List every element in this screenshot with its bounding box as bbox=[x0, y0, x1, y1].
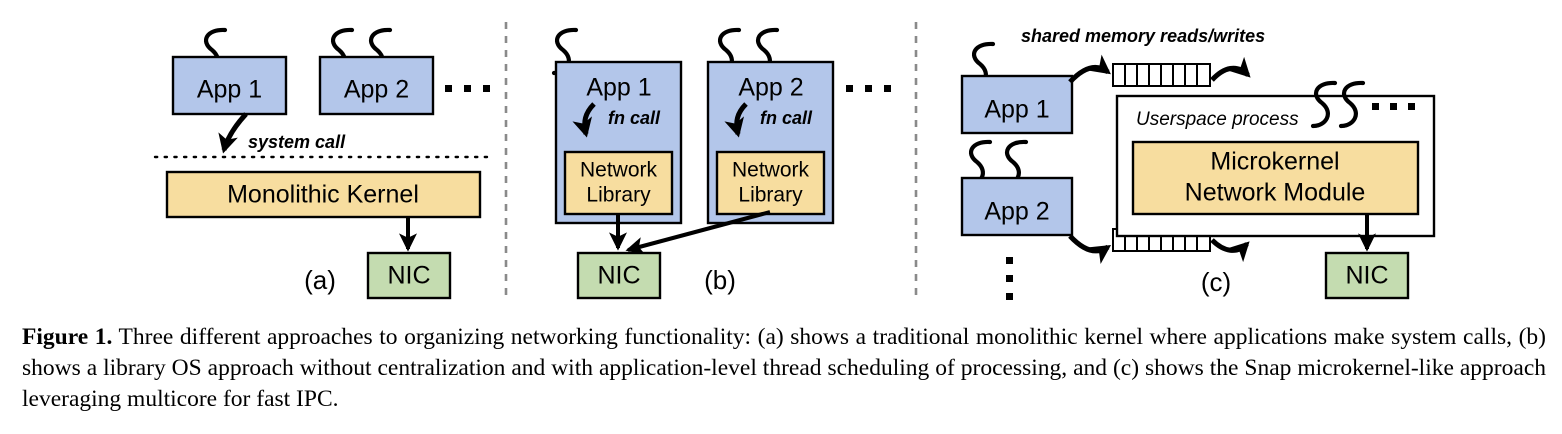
ellipsis-horizontal-icon bbox=[846, 85, 891, 92]
figure-caption-label: Figure 1. bbox=[22, 324, 113, 350]
panel-c: shared memory reads/writes App 1 bbox=[960, 26, 1436, 300]
fn-call-label: fn call bbox=[760, 108, 813, 128]
nic-box bbox=[576, 251, 662, 300]
network-library-label-line1: Network bbox=[732, 159, 810, 182]
system-call-arrow bbox=[218, 112, 248, 154]
app1-box bbox=[960, 74, 1074, 135]
monolithic-kernel-box bbox=[165, 170, 482, 219]
netlib2-to-nic-arrow bbox=[625, 210, 771, 255]
ellipsis-horizontal-icon bbox=[445, 85, 490, 92]
app1-label: App 1 bbox=[984, 96, 1049, 124]
network-library-label-line2: Library bbox=[586, 184, 651, 207]
queue-to-userspace-arrow-bottom bbox=[1210, 238, 1250, 263]
app2-label: App 2 bbox=[344, 76, 409, 104]
nic-label: NIC bbox=[597, 262, 640, 290]
shared-memory-label: shared memory reads/writes bbox=[1021, 26, 1265, 46]
microkernel-module-box bbox=[1131, 140, 1420, 216]
nic-box bbox=[366, 251, 452, 300]
fn-call-arrow bbox=[724, 102, 748, 138]
fn-call-arrow bbox=[572, 102, 596, 138]
nic-box bbox=[1324, 251, 1410, 300]
app2-box bbox=[318, 55, 435, 116]
figure-diagram: App 1 App 2 system call Monolithic Kerne… bbox=[153, 22, 1436, 302]
network-library-label-line2: Library bbox=[738, 184, 803, 207]
system-call-label: system call bbox=[248, 132, 346, 152]
microkernel-module-label-line1: Microkernel bbox=[1210, 148, 1339, 176]
panel-tag-b: (b) bbox=[704, 265, 736, 295]
app2-label: App 2 bbox=[984, 198, 1049, 226]
app1-label: App 1 bbox=[197, 76, 262, 104]
figure-caption: Figure 1. Three different approaches to … bbox=[22, 322, 1546, 415]
network-library-box bbox=[715, 150, 826, 216]
ellipsis-vertical-icon bbox=[1006, 257, 1013, 300]
panel-b: App 1 fn call Network Library App 2 fn c… bbox=[551, 27, 891, 300]
app2-box bbox=[960, 176, 1074, 237]
figure-caption-text: Three different approaches to organizing… bbox=[22, 324, 1546, 412]
monolithic-kernel-label: Monolithic Kernel bbox=[227, 181, 419, 209]
panel-tag-c: (c) bbox=[1201, 267, 1231, 297]
microkernel-module-label-line2: Network Module bbox=[1185, 179, 1366, 207]
nic-label: NIC bbox=[387, 262, 430, 290]
panel-tag-a: (a) bbox=[304, 265, 336, 295]
app1-label: App 1 bbox=[586, 74, 651, 102]
app2-to-queue-arrow bbox=[1068, 234, 1112, 265]
thread-squiggle-icon bbox=[1310, 80, 1338, 129]
queue-to-userspace-arrow bbox=[1210, 56, 1251, 82]
app1-box bbox=[171, 55, 288, 116]
network-library-label-line1: Network bbox=[580, 159, 658, 182]
shared-memory-queue-top bbox=[1112, 63, 1211, 87]
app2-label: App 2 bbox=[738, 74, 803, 102]
nic-label: NIC bbox=[1345, 262, 1388, 290]
panel-a: App 1 App 2 system call Monolithic Kerne… bbox=[153, 27, 492, 300]
thread-squiggle-icon bbox=[1338, 80, 1366, 129]
ellipsis-horizontal-icon bbox=[1372, 103, 1415, 110]
userspace-process-label: Userspace process bbox=[1136, 109, 1299, 130]
fn-call-label: fn call bbox=[608, 108, 661, 128]
app1-to-queue-arrow bbox=[1068, 54, 1111, 84]
